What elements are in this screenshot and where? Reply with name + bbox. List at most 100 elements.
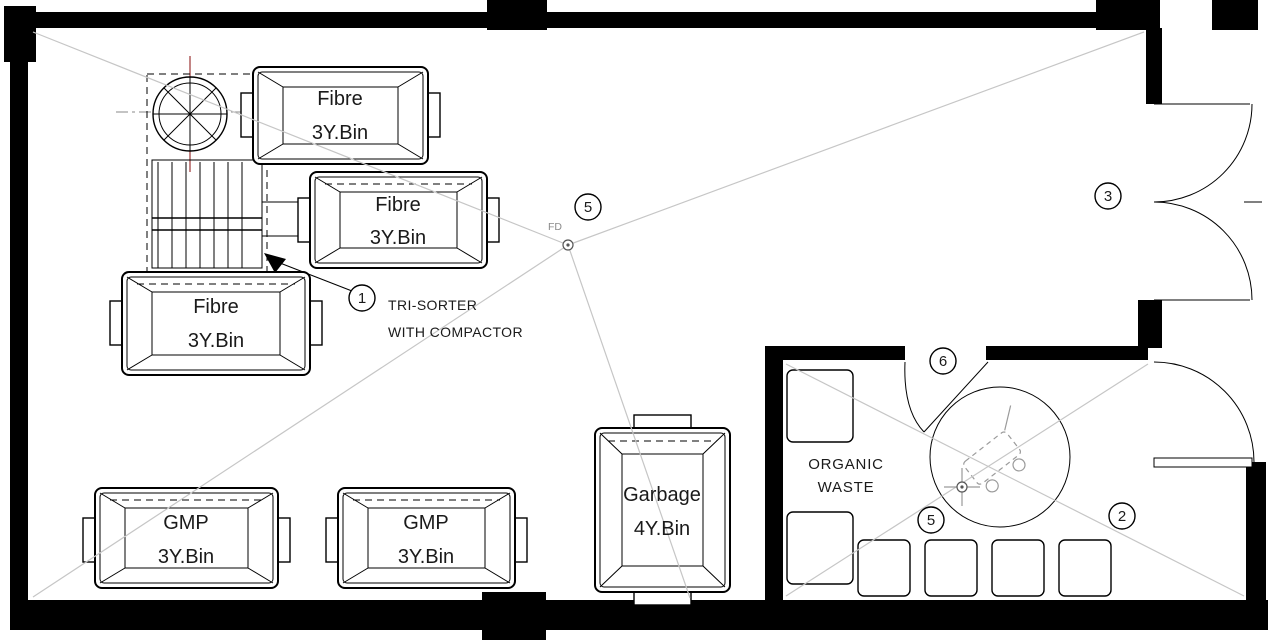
bin-garbage	[594, 414, 731, 606]
bin-label: 3Y.Bin	[312, 122, 368, 144]
wall-pilaster-top-a	[487, 0, 547, 30]
wall-segment-right-lower	[1246, 462, 1266, 602]
compactor-body	[151, 159, 263, 269]
floor-drain-organic	[944, 468, 980, 506]
bin-label: 3Y.Bin	[158, 546, 214, 568]
cart-wheel	[985, 479, 999, 493]
bin-label: 3Y.Bin	[398, 546, 454, 568]
bin-lid-corners	[257, 71, 424, 160]
bin-outline	[252, 66, 429, 165]
bin-lid-frame	[124, 507, 249, 569]
bin-gmp-1	[82, 487, 291, 589]
cart-body	[963, 431, 1021, 485]
callout-main-door: 3	[1094, 182, 1122, 210]
bin-outline	[309, 171, 488, 269]
bin-label: GMP	[163, 512, 209, 534]
wall-segment-left	[10, 12, 28, 630]
tri-sorter-note: WITH COMPACTOR	[388, 324, 523, 340]
bin-lid-frame	[621, 453, 704, 567]
organic-waste-room	[786, 369, 1112, 597]
wall-partition-vertical	[765, 346, 783, 600]
callout-organic-door: 6	[929, 347, 957, 375]
bin-tab	[514, 517, 528, 563]
floor-drain-label: FD	[548, 221, 562, 233]
bin-label: GMP	[403, 512, 449, 534]
bin-inner-outline	[257, 71, 424, 160]
bin-tab	[82, 517, 96, 563]
organic-room-label: WASTE	[818, 479, 875, 496]
organic-bin	[991, 539, 1045, 597]
door-leaf-line	[923, 361, 989, 433]
bin-outline	[594, 427, 731, 593]
callout-circle	[1108, 502, 1136, 530]
callout-number: 2	[1118, 508, 1126, 525]
bin-tab	[297, 197, 311, 243]
bin-inner-outline	[126, 276, 306, 371]
callouts: 1 5 3 6 5 2	[264, 182, 1136, 534]
bin-outline	[121, 271, 311, 376]
bin-inner-outline	[99, 492, 274, 584]
wall-partition-top-b	[986, 346, 1148, 360]
wall-pilaster-bottom	[482, 592, 546, 640]
bin-fibre-3	[109, 271, 323, 376]
bin-tab	[109, 300, 123, 346]
turning-circle	[929, 386, 1071, 528]
callout-number: 6	[939, 353, 947, 370]
bin-tab	[277, 517, 291, 563]
floor-drain-dot	[960, 485, 964, 489]
callout-compactor: 1	[348, 284, 376, 312]
organic-bin	[786, 369, 854, 443]
callout-circle	[929, 347, 957, 375]
bin-outline	[94, 487, 279, 589]
wall-jamb-right-mid	[1138, 300, 1162, 348]
double-door-swing	[1153, 103, 1262, 301]
compactor-ladder-lines	[157, 162, 243, 268]
turntable-spokes	[153, 77, 227, 151]
cart-symbol	[963, 405, 1026, 493]
wall-segment-top	[28, 12, 1148, 28]
floor-drain-main: FD	[548, 221, 574, 251]
bin-fibre-1	[240, 66, 441, 165]
bin-label: Fibre	[375, 194, 421, 216]
organic-bin	[857, 539, 911, 597]
callout-floor-drain-organic: 5	[917, 506, 945, 534]
callout-number: 3	[1104, 188, 1112, 205]
tri-sorter-note: TRI-SORTER	[388, 297, 477, 313]
doors	[904, 103, 1262, 468]
bin-label: Fibre	[193, 296, 239, 318]
wall-partition-top-a	[765, 346, 905, 360]
cart-handle	[1004, 405, 1012, 431]
bin-tab	[325, 517, 339, 563]
callout-floor-drain-main: 5	[574, 193, 602, 221]
organic-bin	[1058, 539, 1112, 597]
organic-room-label: ORGANIC	[808, 456, 884, 473]
door-swing-arc	[1153, 103, 1253, 203]
bin-lid-frame	[339, 191, 458, 249]
floor-drains: FD	[548, 221, 980, 506]
bin-lid-frame	[282, 86, 399, 145]
leader-line	[279, 262, 353, 292]
slope-lines	[32, 31, 1245, 599]
compactor-rail-lines	[152, 217, 262, 231]
labels: Fibre 3Y.Bin Fibre 3Y.Bin Fibre 3Y.Bin G…	[158, 88, 884, 568]
callout-organic-bins: 2	[1108, 502, 1136, 530]
wall-pilaster-top-c	[1212, 0, 1258, 30]
door-swing-arc	[1153, 361, 1255, 463]
bin-lid-frame	[367, 507, 486, 569]
bin-label: Garbage	[623, 484, 701, 506]
callout-number: 1	[358, 290, 366, 307]
bin-inner-outline	[599, 432, 726, 588]
callout-number: 5	[927, 512, 935, 529]
wall-jamb-right-upper	[1146, 28, 1162, 104]
bin-label: Fibre	[317, 88, 363, 110]
callout-circle	[917, 506, 945, 534]
organic-room-door	[904, 361, 989, 433]
bin-tab	[309, 300, 323, 346]
wall-pilaster-top-b	[1096, 0, 1160, 30]
slope-lines-organic	[785, 363, 1245, 597]
organic-bin	[924, 539, 978, 597]
leader-arrowhead-icon	[264, 253, 286, 273]
bin-label: 4Y.Bin	[634, 518, 690, 540]
